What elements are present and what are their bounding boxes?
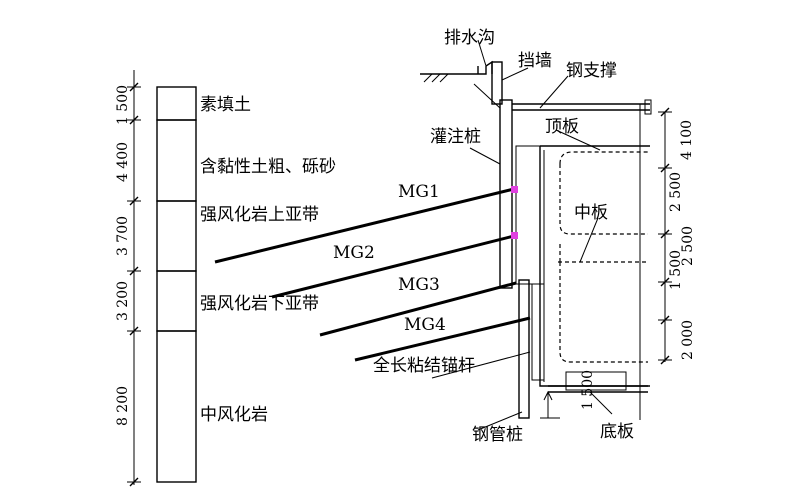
dim-right-1: 4 100 bbox=[679, 120, 695, 160]
layer-name-4: 强风化岩下亚带 bbox=[200, 294, 319, 314]
right-dimension-line bbox=[546, 107, 672, 387]
retaining-wall bbox=[491, 61, 503, 105]
layer-fill-2 bbox=[156, 119, 197, 202]
label-top-slab: 顶板 bbox=[545, 117, 579, 137]
label-bored-pile: 灌注桩 bbox=[430, 127, 481, 147]
layer-name-2: 含黏性土粗、砾砂 bbox=[200, 157, 336, 177]
layer-fill-1 bbox=[156, 86, 197, 121]
label-full-bond-anchor: 全长粘结锚杆 bbox=[373, 356, 475, 376]
bottom-depth-marker bbox=[540, 390, 560, 419]
layer-thickness-1: 1 500 bbox=[115, 85, 131, 125]
layer-thickness-5: 8 200 bbox=[115, 386, 131, 426]
anchor-mg2 bbox=[271, 234, 515, 299]
layer-thickness-3: 3 700 bbox=[115, 216, 131, 256]
strata-column bbox=[156, 86, 197, 483]
dim-right-4: 2 000 bbox=[680, 320, 696, 360]
top-slab-line bbox=[559, 151, 648, 165]
layer-thickness-2: 4 400 bbox=[115, 142, 131, 182]
full-bond-anchor bbox=[431, 351, 531, 379]
label-bottom-slab: 底板 bbox=[600, 422, 634, 442]
dim-right-3: 2 500 bbox=[680, 226, 696, 266]
dim-right-5: 1 500 bbox=[668, 250, 684, 290]
dim-bottom: 1 500 bbox=[580, 370, 596, 410]
anchor-mg4 bbox=[354, 316, 531, 362]
layer-thickness-4: 3 200 bbox=[115, 281, 131, 321]
layer-name-3: 强风化岩上亚带 bbox=[200, 205, 319, 225]
bottom-slab-line bbox=[548, 385, 648, 393]
steel-strut bbox=[512, 99, 652, 115]
layer-name-1: 素填土 bbox=[200, 95, 251, 115]
anchor-label-mg2: MG2 bbox=[333, 243, 375, 263]
anchor-label-mg4: MG4 bbox=[404, 315, 446, 335]
sensor-marker-2 bbox=[511, 232, 518, 239]
layer-fill-5 bbox=[156, 330, 197, 483]
anchor-group bbox=[214, 187, 531, 379]
sensor-marker-1 bbox=[511, 186, 518, 193]
label-steel-strut: 钢支撑 bbox=[566, 61, 617, 81]
anchor-mg1 bbox=[214, 187, 515, 264]
layer-fill-4 bbox=[156, 270, 197, 332]
anchor-mg3 bbox=[319, 281, 517, 337]
layer-fill-3 bbox=[156, 200, 197, 272]
label-drain: 排水沟 bbox=[444, 28, 495, 48]
leader-lines bbox=[469, 39, 613, 431]
layer-name-5: 中风化岩 bbox=[200, 405, 268, 425]
bored-pile bbox=[499, 99, 513, 289]
anchor-label-mg3: MG3 bbox=[398, 275, 440, 295]
dim-right-2: 2 500 bbox=[668, 172, 684, 212]
label-wall: 挡墙 bbox=[518, 51, 552, 71]
label-steel-pipe-pile: 钢管桩 bbox=[472, 425, 523, 445]
mid-slab-line bbox=[558, 244, 648, 263]
label-mid-slab: 中板 bbox=[574, 203, 608, 223]
anchor-label-mg1: MG1 bbox=[398, 182, 440, 202]
strata-dimension-line bbox=[127, 70, 141, 487]
ground-surface bbox=[420, 73, 478, 83]
steel-pipe-pile bbox=[518, 279, 530, 419]
